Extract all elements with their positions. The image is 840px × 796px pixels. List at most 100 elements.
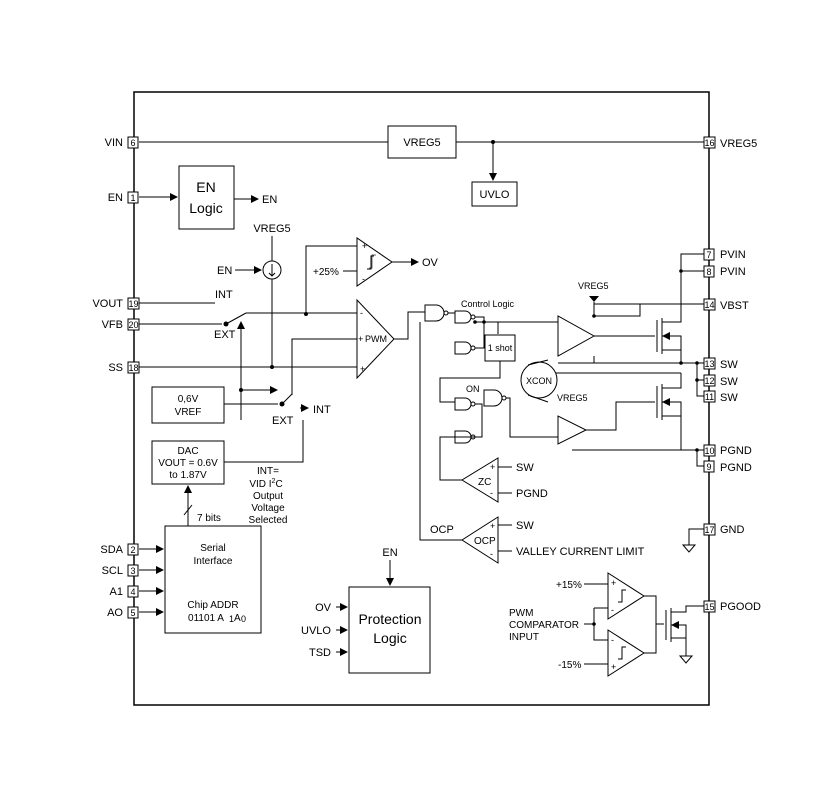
pin-name: SW [720, 359, 738, 371]
zc-label: ZC [478, 477, 491, 488]
en-out-label: EN [262, 194, 277, 206]
switch-blade [281, 393, 293, 405]
pin-number: 11 [705, 392, 714, 402]
ls-gate-wire [586, 401, 655, 431]
pin-number: 14 [704, 300, 714, 310]
hysteresis-icon [618, 646, 626, 660]
hysteresis-icon [618, 589, 626, 603]
prot-en-label: EN [382, 547, 397, 559]
pwm-label: PWM [365, 334, 387, 344]
gnd-wire [688, 528, 704, 545]
prot-tsd-label: TSD [309, 647, 331, 659]
sw-node-wire [680, 350, 704, 364]
pin-number: 10 [704, 446, 714, 456]
ocp-wire [419, 322, 462, 541]
nand-gate [454, 341, 472, 355]
junction-dot [695, 448, 699, 452]
pin-name: VBST [720, 300, 749, 312]
pin-number: 12 [704, 376, 714, 386]
minus-sign: - [490, 488, 493, 498]
pin-gnd: 17 GND [703, 523, 745, 536]
int-note-vid: VID I [249, 479, 271, 490]
pin-pvin-7: 7 PVIN [703, 248, 746, 261]
minus-sign: - [611, 635, 614, 645]
pin-box [127, 564, 139, 577]
zc-pgnd-label: PGND [516, 488, 548, 500]
plus-sign: + [611, 578, 616, 588]
pin-vout: VOUT 19 [92, 297, 140, 310]
valley-limit-label: VALLEY CURRENT LIMIT [516, 546, 645, 558]
pin-name: EN [108, 192, 123, 204]
pin-box [127, 585, 139, 598]
chip-addr-title: Chip ADDR [187, 600, 238, 611]
pin-name: SS [108, 362, 123, 374]
ov-sense-wire [305, 245, 357, 314]
int-note-line-2: VID I2C [249, 478, 282, 490]
pin-scl: SCL 3 [102, 564, 139, 577]
ls-drain-wire [662, 373, 682, 389]
sw12-wire [696, 363, 704, 381]
pgood-or-wire [644, 595, 657, 654]
uvlo-block [471, 181, 518, 207]
pin-number: 6 [130, 138, 135, 148]
serial-subtitle: Interface [194, 556, 233, 567]
and-gate [424, 304, 445, 322]
supply-arrow-icon [589, 296, 599, 302]
pin-vin: VIN 6 [105, 136, 139, 149]
minus-sign: - [362, 274, 365, 284]
pin-name: PVIN [720, 266, 746, 278]
pin-number: 2 [130, 545, 135, 555]
pin-box [127, 606, 139, 619]
hs-source-wire [662, 335, 682, 351]
junction-dot [239, 388, 243, 392]
protection-title: Protection [358, 611, 421, 627]
dac-title: DAC [177, 446, 198, 457]
gate-bubble [470, 345, 476, 351]
junction-dot [695, 361, 699, 365]
pin-number: 3 [130, 566, 135, 576]
pin-number: 18 [128, 363, 138, 373]
zc-sw-label: SW [516, 462, 534, 474]
ref-to-pwm-wire [291, 338, 357, 395]
on-label: ON [466, 384, 480, 394]
pwm-cmp-label-1: PWM [509, 608, 533, 619]
dac-range-2: to 1.87V [169, 470, 207, 481]
int-note-line-3: Output [253, 491, 283, 502]
dac-range-1: VOUT = 0.6V [158, 458, 218, 469]
pin-ao: AO 5 [107, 606, 139, 619]
junction-dot [695, 378, 699, 382]
nand-gate [454, 310, 472, 324]
pin-vreg5: 16 VREG5 [703, 136, 757, 150]
nand-gate [454, 397, 472, 411]
and-gate [483, 389, 503, 407]
low-side-driver [557, 415, 588, 445]
latch-feedback [475, 403, 483, 438]
ls-source-wire [662, 401, 682, 417]
pgood-upper-comparator [607, 572, 645, 620]
pin-box [127, 136, 139, 149]
minus-sign: - [611, 605, 614, 615]
pin-number: 7 [706, 250, 711, 260]
protection-subtitle: Logic [373, 630, 406, 646]
pin-number: 5 [130, 608, 135, 618]
xcon-wire [527, 359, 549, 366]
pin-vbst: 14 VBST [703, 298, 749, 312]
en-logic-block [178, 165, 235, 230]
chip-addr-value: 01101 A [188, 613, 224, 624]
xcon-wire [527, 394, 549, 403]
one-shot-in-wire [484, 321, 499, 334]
minus-sign: - [360, 308, 363, 318]
pwm-cmp-label-2: COMPARATOR [509, 620, 579, 631]
pin-pvin-8: 8 PVIN [703, 265, 746, 278]
int-note-line-4: Voltage [251, 503, 285, 514]
protection-logic-block [348, 586, 431, 674]
pin-name: PGND [720, 445, 752, 457]
pin-name: VIN [105, 137, 123, 149]
pin-name: SW [720, 376, 738, 388]
hysteresis-icon [369, 254, 376, 269]
pin-number: 1 [130, 193, 135, 203]
pin-name: VFB [102, 319, 123, 331]
plus-sign: + [360, 364, 365, 374]
vref-block [151, 386, 225, 424]
minus15-label: -15% [558, 660, 581, 671]
